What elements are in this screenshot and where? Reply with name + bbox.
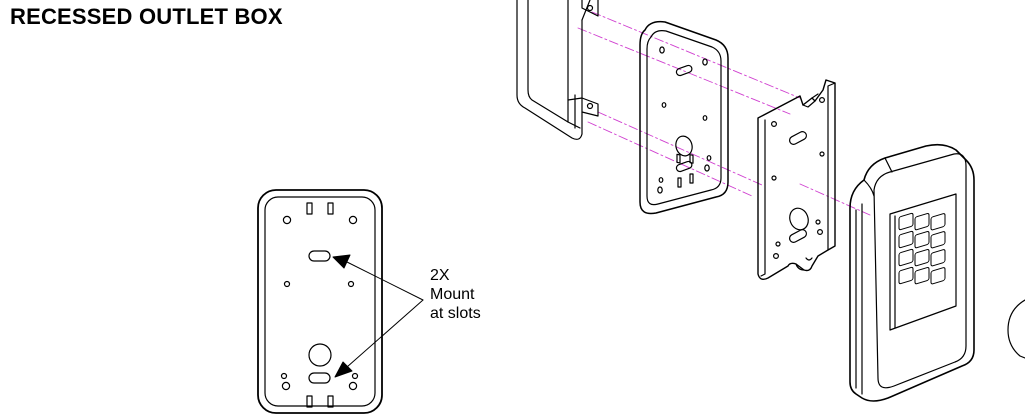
partial-detail-edge [1007,299,1025,359]
callout-line-2: at slots [430,305,481,322]
callout-quantity: 2X [430,267,450,284]
assembly-centerlines [577,11,871,216]
keypad-unit-iso [849,143,975,402]
callout-text: 2X Mount at slots [430,266,481,323]
back-plate-front-view [257,189,383,414]
page-title: RECESSED OUTLET BOX [10,4,283,29]
trim-plate-iso [639,20,729,215]
mounting-bracket-iso [757,79,836,281]
recessed-outlet-box [516,0,599,140]
callout-line-1: Mount [430,286,475,303]
callout-leaders [332,254,424,378]
keypad-buttons [898,212,946,285]
